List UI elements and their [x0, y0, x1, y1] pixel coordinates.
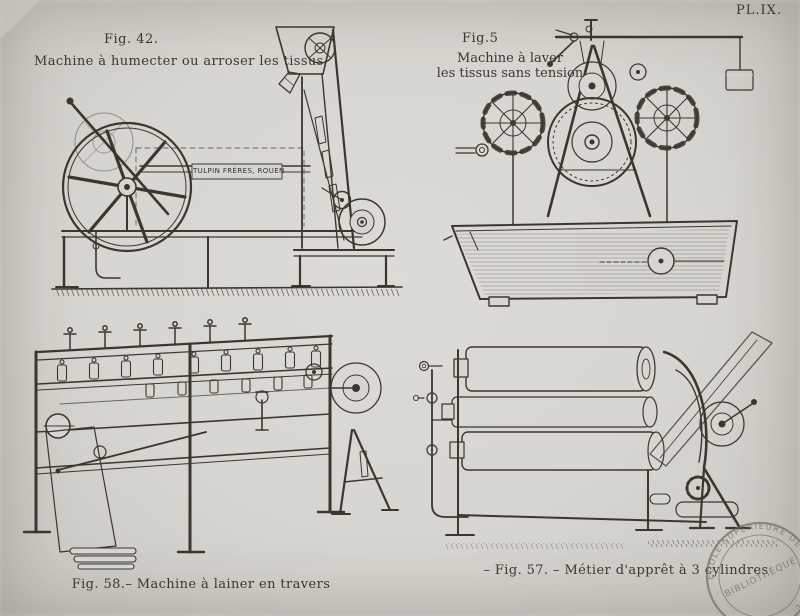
- fig57-cylinders: [441, 346, 665, 471]
- fig58-main-frame: [22, 334, 346, 554]
- fig5-title: Fig.5: [462, 31, 499, 46]
- plate-label: PL.IX.: [736, 3, 783, 18]
- page-fold-mark: [0, 0, 42, 40]
- fig58-caption: Fig. 58.– Machine à lainer en travers: [71, 577, 331, 592]
- fig5-inlet-rollers: [455, 143, 489, 157]
- fig5-drawing: [443, 19, 754, 307]
- library-stamp-center-text: BIBLIOTHÈQUE: [722, 554, 798, 599]
- fig57-feed-board: [649, 331, 773, 467]
- fig5-star-wheel-right: [634, 85, 700, 223]
- fig42-large-spoked-wheel: [61, 97, 193, 253]
- fig58-drive-pulley-and-trestle: [305, 362, 399, 516]
- fig58-top-rails-and-stands: [36, 317, 334, 391]
- fig5-caption: Machine à laver les tissus sans tension: [418, 51, 602, 81]
- fig5-caption-line2: les tissus sans tension: [436, 66, 584, 81]
- fig42-frame-rails: [55, 147, 363, 289]
- fig57-caption: – Fig. 57. – Métier d'apprêt à 3 cylindr…: [483, 563, 769, 578]
- fig5-caption-line1: Machine à laver: [456, 51, 564, 66]
- fig42-machine-nameplate: TULPIN FRÈRES, ROUEN: [193, 167, 285, 175]
- fig42-caption: Machine à humecter ou arroser les tissus: [34, 54, 324, 69]
- fig42-drawing: [51, 26, 403, 296]
- fig58-drawing: [22, 317, 399, 570]
- fig5-wash-tank: [443, 220, 738, 307]
- fig42-ground: [51, 286, 403, 296]
- fig58-spool-rows: [56, 345, 331, 405]
- fig5-overhead-lever-weight: [547, 19, 754, 91]
- fig58-cloth-web: [43, 413, 137, 570]
- fig57-side-frame: [649, 350, 757, 530]
- fig57-left-frame-pipes: [413, 349, 707, 536]
- fig5-drum-and-pulleys: [547, 40, 647, 187]
- fig57-drawing: [413, 331, 778, 549]
- fig42-small-pulley: [321, 187, 386, 246]
- fig5-star-wheel-left: [480, 90, 546, 225]
- fig57-ground-shading: [446, 540, 778, 549]
- fig5-a-frame: [546, 44, 652, 218]
- fig42-title: Fig. 42.: [104, 32, 159, 47]
- fig42-hopper-column: [275, 26, 395, 288]
